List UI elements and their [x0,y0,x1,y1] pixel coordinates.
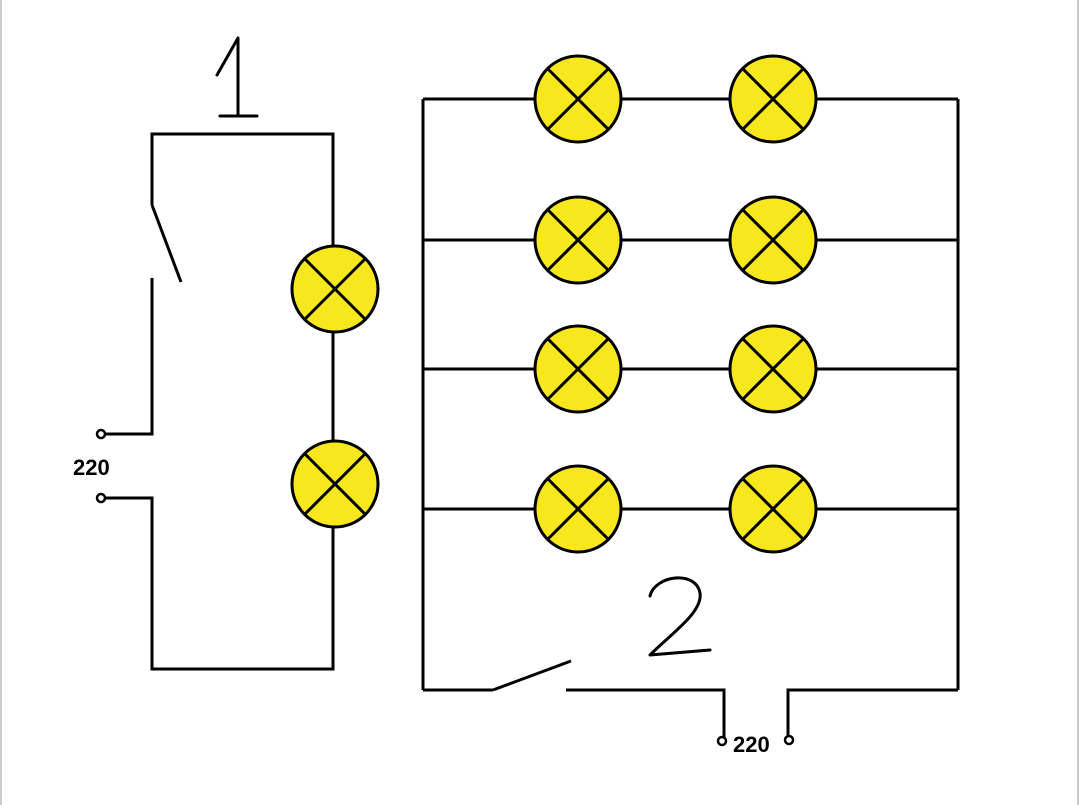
terminal-icon [783,734,795,746]
circuit-2: 2 220 [421,54,960,757]
circuit-2-voltage-label: 220 [733,732,770,757]
circuit-2-wire-to-terminal-left [566,688,726,737]
circuit-1: 1 220 [73,36,380,671]
circuit-1-number [215,36,259,118]
circuit-1-wire-top [150,132,335,250]
lamp-icon [533,324,623,414]
terminal-icon [95,492,107,504]
circuit-1-wire-switch-down [105,278,154,436]
circuit-1-wire-bottom [105,496,335,671]
lamp-icon [290,244,380,334]
lamp-icon [728,195,818,285]
circuit-1-switch-icon [150,204,183,283]
lamp-icon [728,324,818,414]
terminal-icon [95,428,107,440]
lamp-icon [728,54,818,144]
lamp-icon [533,464,623,554]
circuit-1-voltage-label: 220 [73,455,110,480]
circuit-2-number [648,576,712,657]
circuit-2-wire-to-terminal-right [786,688,958,737]
lamp-icon [290,439,380,529]
lamp-icon [533,195,623,285]
lamp-icon [533,54,623,144]
circuit-2-switch-icon [492,659,572,692]
terminal-icon [716,735,728,747]
lamp-icon [728,464,818,554]
